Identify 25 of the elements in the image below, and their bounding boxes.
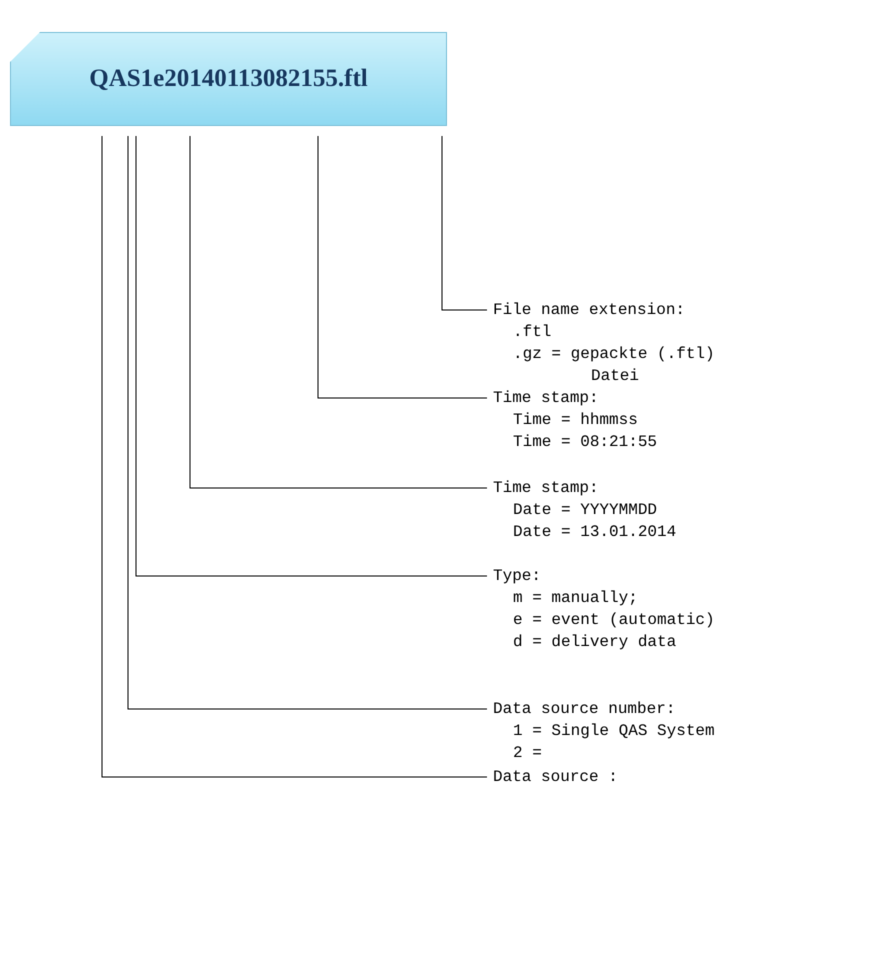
value-description: .gz = gepackte (.ftl) Datei	[513, 344, 716, 387]
field-heading: Data source :	[493, 767, 618, 788]
file-name-tab	[10, 32, 447, 126]
value-description: Date = YYYYMMDD	[513, 500, 658, 521]
leader-line	[128, 136, 488, 710]
value-description: Date = 13.01.2014	[513, 522, 676, 543]
field-heading: File name extension:	[493, 300, 686, 321]
leader-line	[102, 136, 488, 778]
value-description: .ftl	[513, 322, 552, 343]
field-heading: Type:	[493, 566, 542, 587]
value-description: e = event (automatic)	[513, 610, 715, 631]
value-description: m = manually;	[513, 588, 639, 609]
value-description: 1 = Single QAS System	[513, 721, 715, 742]
leader-line	[136, 136, 488, 576]
field-heading: Time stamp:	[493, 388, 600, 409]
value-description: d = delivery data	[513, 632, 678, 653]
field-heading: Data source number:	[493, 699, 676, 720]
value-description: Time = hhmmss	[513, 410, 639, 431]
leader-line	[190, 136, 488, 488]
value-description: 2 =	[513, 743, 543, 764]
leader-line	[318, 136, 488, 398]
file-name: QAS1e20140113082155.ftl	[89, 65, 368, 93]
field-heading: Time stamp:	[493, 478, 600, 499]
leader-line	[442, 136, 488, 310]
value-description: Time = 08:21:55	[513, 432, 658, 453]
